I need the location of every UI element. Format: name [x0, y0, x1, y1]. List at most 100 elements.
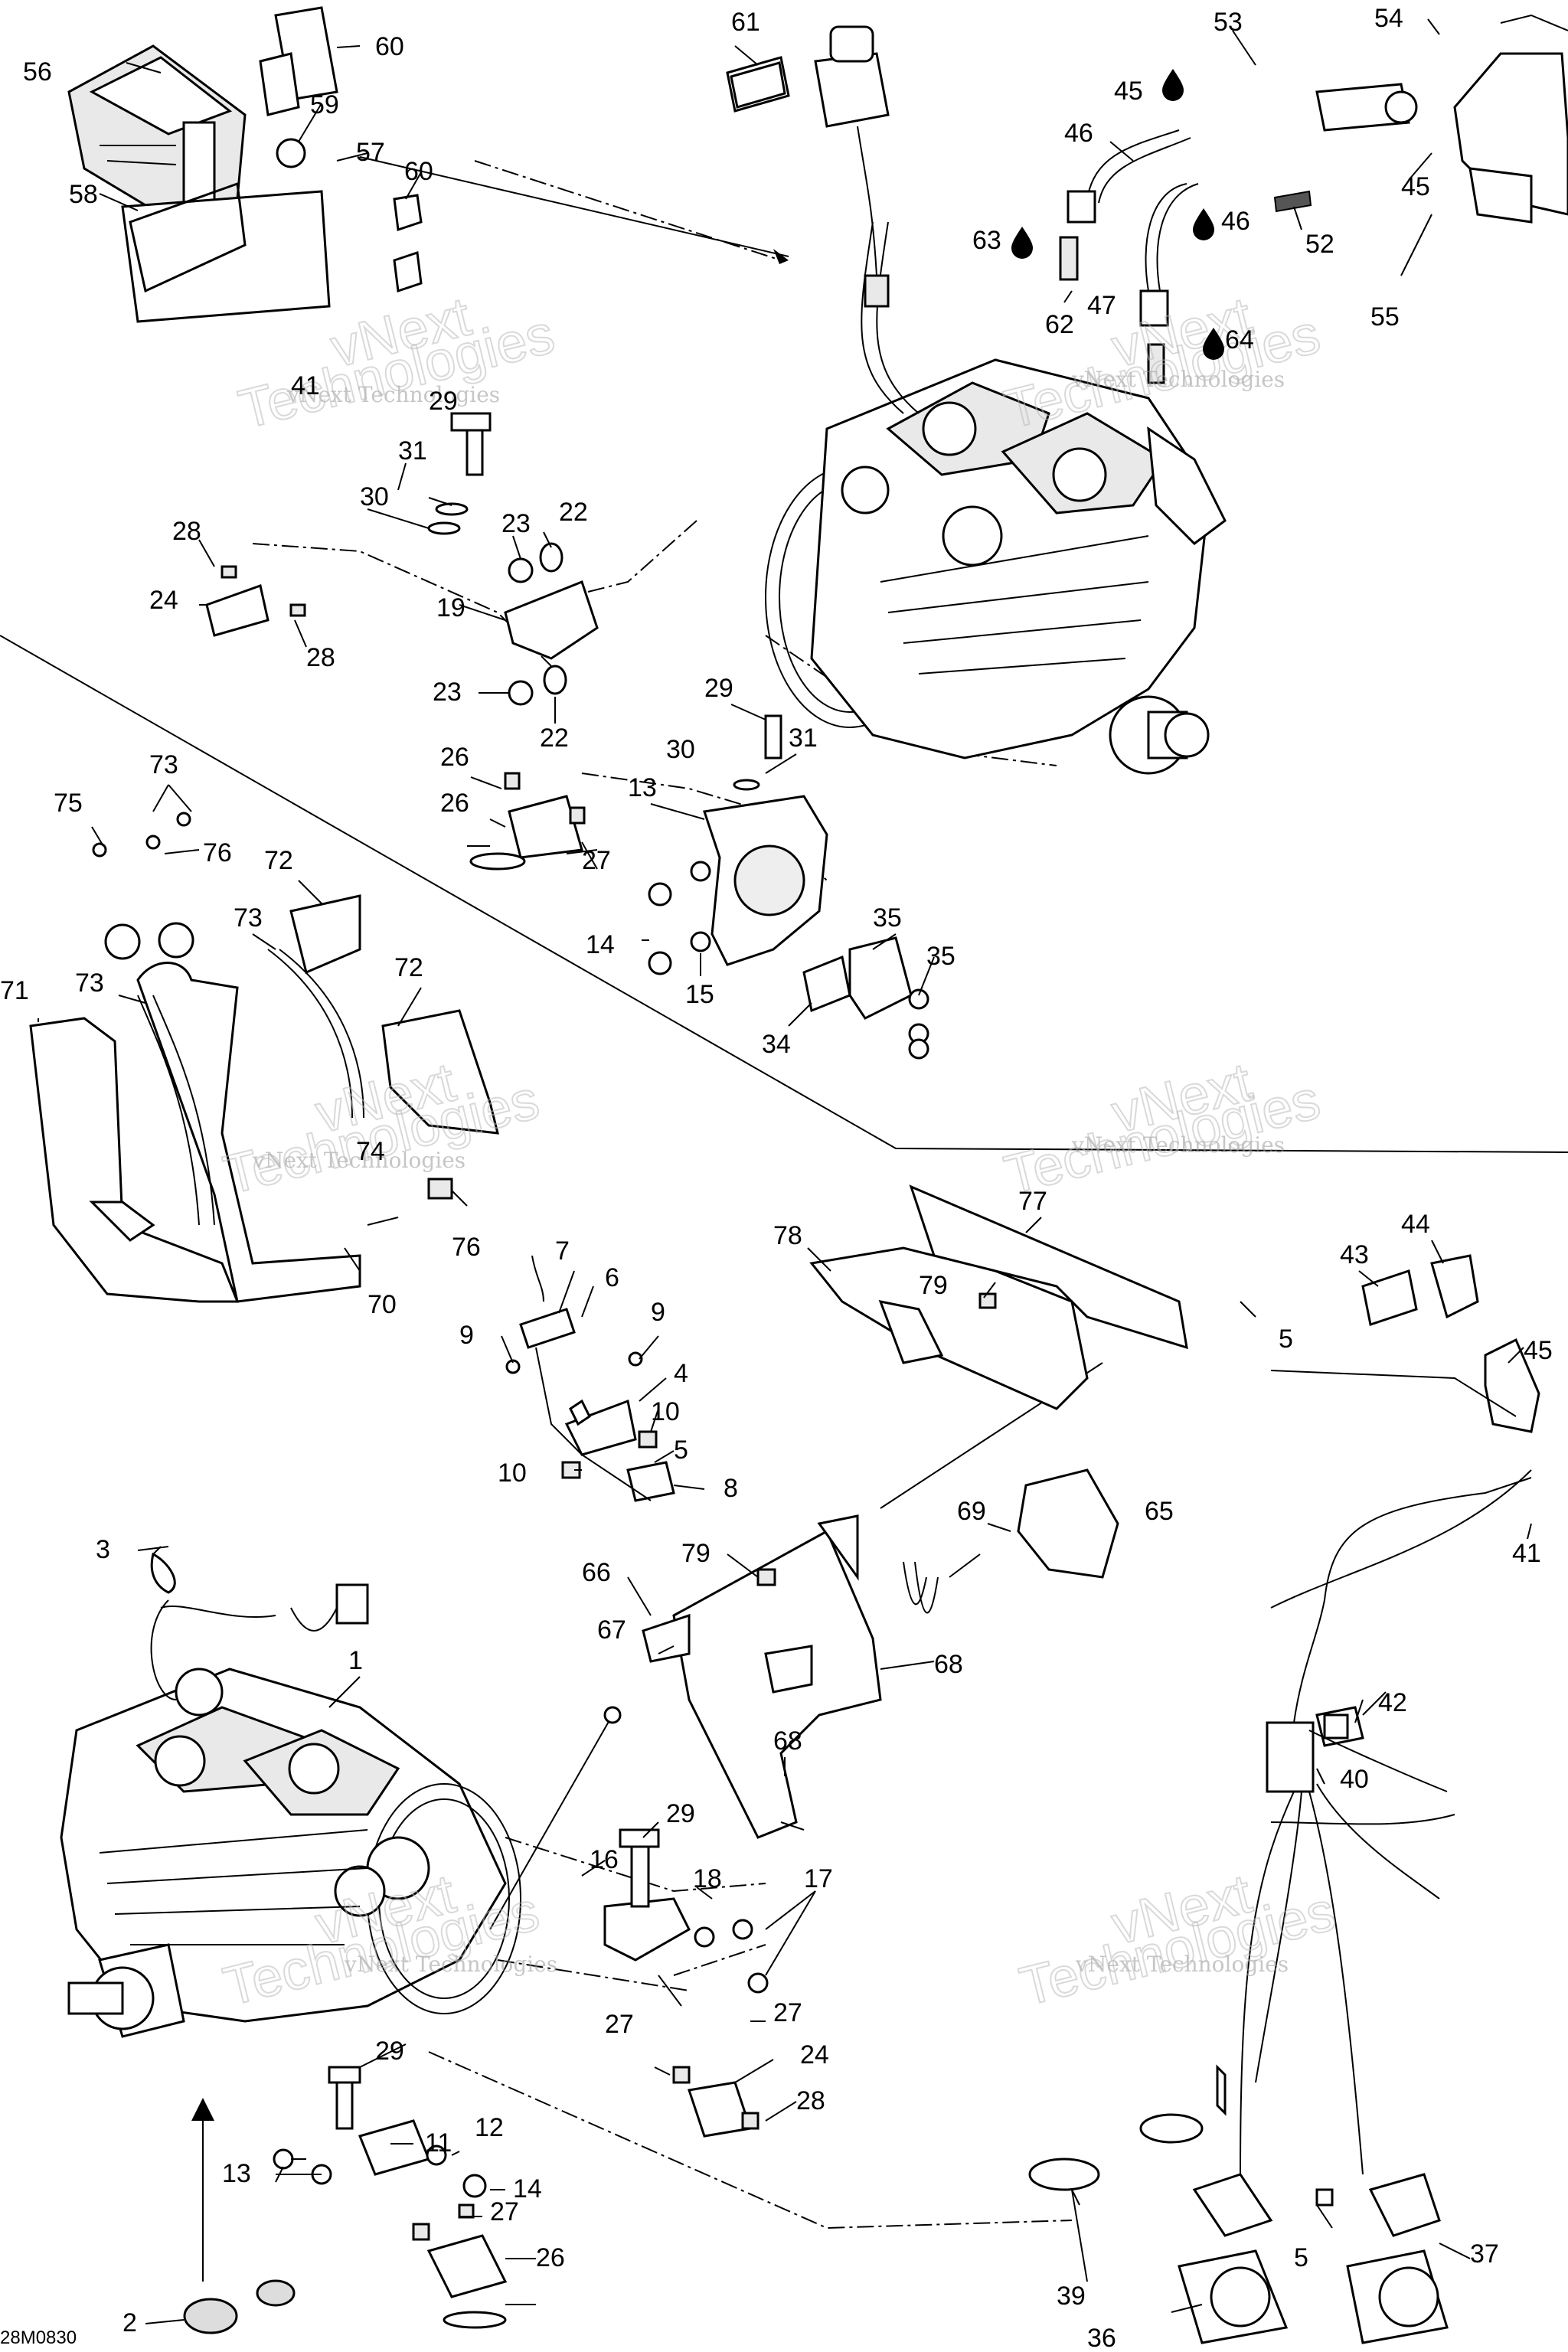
callout-51b: 55	[1370, 302, 1400, 332]
callout-63b: 68	[773, 1726, 802, 1756]
callout-28b: 28	[306, 643, 335, 672]
callout-30: 30	[360, 482, 389, 511]
callout-63: 67	[597, 1615, 626, 1645]
lower-engine	[60, 1552, 622, 2038]
carburetor-assembly	[1028, 1254, 1540, 2344]
callout-10: 10	[651, 1397, 680, 1426]
oil-drop-icon	[1203, 328, 1224, 360]
callout-8: 8	[724, 1474, 738, 1503]
callout-labels: 56 60 59 57 60 58 41 29 31 30 23 22 28 2…	[0, 4, 1553, 2352]
callout-54: 58	[69, 180, 98, 209]
callout-28: 28	[172, 517, 201, 546]
callout-74: 77	[1018, 1187, 1047, 1216]
callout-9b: 9	[651, 1298, 665, 1327]
callout-65: 69	[957, 1497, 986, 1526]
callout-32: 34	[762, 1030, 791, 1059]
callout-27b: 27	[605, 2010, 634, 2039]
engine-support-bracket	[648, 795, 828, 975]
callout-26c: 27	[490, 2197, 519, 2226]
callout-71: 73	[234, 903, 263, 933]
callout-25: 26	[440, 789, 469, 818]
callout-33: 35	[873, 903, 902, 933]
oil-drop-icon	[1162, 69, 1184, 101]
callout-42: 44	[1401, 1210, 1430, 1239]
callout-19: 17	[804, 1864, 833, 1893]
callout-12: 12	[475, 2113, 504, 2142]
callout-39: 41	[1512, 1539, 1541, 1568]
callout-20: 18	[693, 1864, 722, 1893]
middle-bracket	[642, 1184, 1188, 1839]
callout-22: 22	[559, 498, 588, 527]
watermark-text: vNext Technologies	[1071, 367, 1285, 392]
solenoid-valve	[726, 25, 890, 308]
callout-56b: 60	[404, 157, 433, 186]
callout-40: 42	[1378, 1688, 1407, 1717]
callout-7: 7	[555, 1236, 570, 1266]
callout-27: 27	[773, 1998, 802, 2027]
callout-5: 5	[674, 1436, 688, 1465]
callout-57: 60	[375, 32, 404, 61]
callout-41: 43	[1340, 1240, 1369, 1269]
callout-29c: 29	[666, 1799, 695, 1828]
callout-68: 72	[264, 846, 293, 875]
callout-58: 61	[731, 8, 760, 37]
callout-56: 59	[310, 90, 339, 119]
callout-73: 75	[54, 789, 83, 818]
callout-13: 13	[222, 2159, 251, 2188]
callout-2: 2	[122, 2308, 137, 2337]
callout-15: 13	[628, 773, 657, 802]
oil-drop-icon	[1193, 208, 1214, 240]
callout-23: 23	[501, 509, 531, 538]
callout-47: 52	[1305, 230, 1334, 259]
callout-46: 46	[1064, 119, 1093, 148]
callout-22b: 22	[540, 724, 569, 753]
callout-4: 4	[674, 1359, 688, 1388]
callout-61: 65	[1145, 1497, 1174, 1526]
upper-engine	[765, 221, 1227, 775]
callout-10b: 10	[498, 1459, 527, 1488]
leader-lines	[38, 18, 1532, 2324]
callout-52: 56	[23, 57, 52, 87]
sensor-cluster	[505, 1255, 675, 1502]
callout-51: 54	[1374, 4, 1403, 33]
upper-mount-brackets	[205, 412, 782, 871]
callout-28c: 28	[796, 2086, 825, 2115]
callout-24: 24	[149, 586, 178, 615]
callout-59: 62	[1045, 310, 1074, 339]
callout-69: 72	[394, 953, 423, 982]
callout-76: 79	[919, 1271, 948, 1300]
oil-drop-icon	[1011, 227, 1033, 259]
callout-21: 19	[436, 593, 466, 622]
callout-43: 45	[1524, 1336, 1553, 1365]
callout-26: 26	[440, 743, 469, 772]
watermark-text: vNext Technologies	[252, 1148, 466, 1173]
callout-14: 14	[513, 2174, 542, 2203]
callout-55: 41	[291, 371, 320, 400]
callout-37: 40	[1340, 1765, 1369, 1794]
callout-17: 15	[685, 980, 714, 1009]
ignition-coil-assembly	[1059, 83, 1418, 384]
callout-70: 73	[75, 969, 104, 998]
watermark-text: vNext Technologies	[286, 382, 500, 407]
callout-73c: 76	[452, 1233, 481, 1262]
callout-64: 68	[934, 1650, 963, 1679]
callout-1: 1	[348, 1646, 363, 1675]
callout-48: 53	[1214, 8, 1243, 37]
callout-29: 29	[429, 387, 458, 416]
callout-66: 70	[368, 1290, 397, 1319]
callout-45b: 46	[1221, 207, 1250, 236]
callout-67: 71	[0, 976, 29, 1005]
callout-29b: 29	[704, 674, 733, 703]
callout-25b: 26	[536, 2243, 565, 2272]
callout-24b: 24	[800, 2040, 829, 2069]
callout-23b: 23	[433, 678, 462, 707]
callout-35: 36	[1087, 2324, 1116, 2352]
callout-62: 66	[582, 1558, 611, 1587]
callout-75: 78	[773, 1221, 802, 1250]
coil-bracket	[1453, 14, 1568, 224]
callout-60: 63	[972, 226, 1001, 255]
callout-46b: 47	[1087, 291, 1116, 320]
callout-34: 35	[926, 942, 956, 971]
watermark-text: vNext Technologies	[1071, 1132, 1285, 1158]
